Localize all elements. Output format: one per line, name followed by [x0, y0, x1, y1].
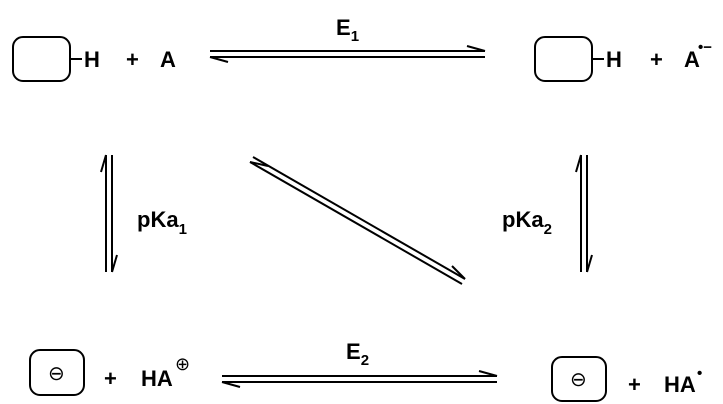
hydrogen-label: H: [84, 47, 100, 72]
radical-dot: •: [697, 365, 702, 382]
equilibrium-arrow-diagonal: [249, 156, 466, 285]
species-top-right: H + A •−: [534, 36, 712, 82]
reactant-label: HA: [664, 372, 696, 397]
reactant-label: HA: [141, 366, 173, 391]
plus-sign: +: [126, 47, 139, 72]
reverse-arrow-line: [249, 161, 463, 285]
hydrogen-label: H: [606, 47, 622, 72]
reverse-arrow-barb: [249, 161, 269, 167]
substrate-box: [534, 36, 593, 82]
up-arrow-barb: [575, 154, 582, 173]
label-e1: E1: [336, 15, 359, 45]
anion-box: [551, 356, 607, 402]
anion-charge: ⊖: [48, 363, 65, 385]
forward-arrow-barb: [451, 265, 466, 280]
species-bottom-left: ⊖ + HA ⊕: [29, 349, 190, 396]
forward-arrow-barb: [466, 45, 486, 52]
reactant-label: A: [160, 47, 176, 72]
equilibrium-arrow-e2: [221, 370, 498, 388]
label-pka2: pKa2: [502, 207, 552, 238]
species-bottom-right: ⊖ + HA •: [551, 356, 702, 402]
species-top-left: H + A: [12, 36, 176, 82]
reverse-arrow-barb: [209, 56, 229, 63]
down-arrow-barb: [586, 254, 593, 273]
forward-arrow-barb: [478, 370, 498, 377]
cation-charge: ⊕: [175, 354, 190, 374]
label-pka1: pKa1: [137, 207, 187, 238]
equilibrium-arrow-pka2: [575, 154, 593, 273]
substrate-box: [12, 36, 71, 82]
reverse-arrow-barb: [221, 381, 241, 388]
anion-charge: ⊖: [570, 369, 587, 391]
equilibrium-arrow-e1: [209, 45, 486, 63]
plus-sign: +: [104, 366, 117, 391]
reactant-label: A: [684, 47, 700, 72]
plus-sign: +: [628, 372, 641, 397]
down-arrow-barb: [111, 254, 118, 273]
forward-arrow-line: [252, 156, 466, 280]
equilibrium-arrow-pka1: [100, 154, 118, 273]
up-arrow-barb: [100, 154, 107, 173]
radical-anion-charge: •−: [698, 39, 712, 56]
anion-box: [29, 349, 85, 396]
label-e2: E2: [346, 339, 369, 369]
plus-sign: +: [650, 47, 663, 72]
